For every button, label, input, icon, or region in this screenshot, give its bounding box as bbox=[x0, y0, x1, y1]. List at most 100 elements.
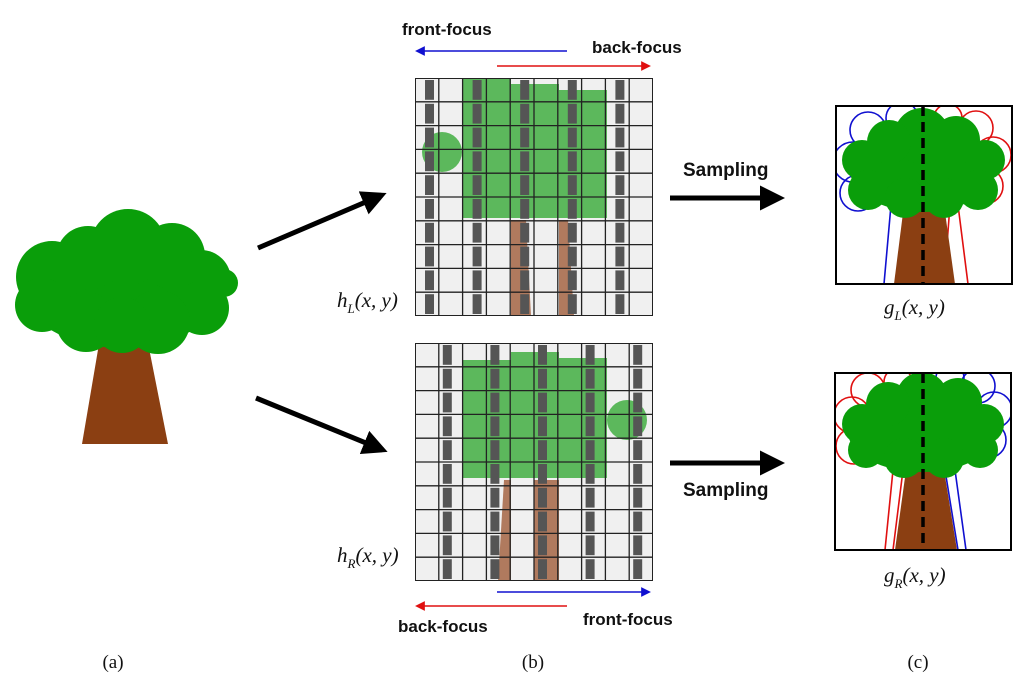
pixel-bar bbox=[538, 416, 547, 437]
pixel-bar bbox=[520, 175, 530, 195]
h-left-label: hL(x, y) bbox=[337, 288, 398, 316]
pixel-bar bbox=[472, 294, 482, 314]
pixel-bar bbox=[442, 368, 452, 389]
reconstructed-image-right bbox=[835, 373, 1011, 550]
pixel-bar bbox=[425, 246, 434, 267]
pixel-bar bbox=[633, 511, 643, 532]
h-right-symbol: h bbox=[337, 543, 348, 567]
panel-label-b: (b) bbox=[522, 652, 544, 673]
pixel-bar bbox=[567, 175, 577, 195]
pixel-bar bbox=[538, 511, 547, 532]
pixel-bar bbox=[472, 222, 482, 243]
h-left-subscript: L bbox=[347, 301, 355, 316]
lens-grid bbox=[415, 78, 653, 316]
pixel-bars bbox=[442, 345, 643, 579]
g-right-subscript: R bbox=[894, 576, 903, 591]
pixel-bar bbox=[633, 464, 643, 484]
pixel-bar bbox=[472, 103, 482, 124]
pixel-bar bbox=[615, 80, 625, 100]
pixel-bar bbox=[472, 127, 482, 148]
pixel-bar bbox=[425, 151, 434, 172]
pixel-bar bbox=[567, 151, 577, 172]
svg-text:gL(x, y): gL(x, y) bbox=[884, 295, 945, 323]
pixel-bar bbox=[633, 487, 643, 508]
pixel-bar bbox=[538, 368, 547, 389]
h-right-label: hR(x, y) bbox=[337, 543, 399, 571]
tree-trunk bbox=[895, 470, 957, 550]
elemental-image-array-right bbox=[415, 343, 653, 581]
bottom-sampling-label: Sampling bbox=[683, 480, 769, 501]
pixel-bar bbox=[490, 559, 500, 579]
pixel-bar bbox=[472, 175, 482, 195]
svg-text:hR(x, y): hR(x, y) bbox=[337, 543, 399, 571]
pixel-bar bbox=[567, 294, 577, 314]
pixel-bar bbox=[567, 222, 577, 243]
g-left-args: (x, y) bbox=[902, 295, 945, 319]
lens-grid bbox=[415, 343, 653, 581]
pixel-bar bbox=[585, 487, 595, 508]
pixel-bar bbox=[490, 487, 500, 508]
pixel-bar bbox=[538, 535, 547, 556]
pixel-bar bbox=[520, 294, 530, 314]
top-sampling-label: Sampling bbox=[683, 160, 769, 181]
g-right-symbol: g bbox=[884, 563, 895, 587]
g-right-label: gR(x, y) bbox=[884, 563, 946, 591]
pixel-bar bbox=[567, 127, 577, 148]
g-right-args: (x, y) bbox=[902, 563, 945, 587]
pixel-bar bbox=[585, 392, 595, 413]
pixel-bar bbox=[490, 511, 500, 532]
pixel-bar bbox=[490, 368, 500, 389]
pixel-bar bbox=[567, 270, 577, 291]
pixel-bar bbox=[442, 535, 452, 556]
pixel-bar bbox=[538, 464, 547, 484]
pixel-bar bbox=[538, 440, 547, 460]
pixel-bar bbox=[425, 80, 434, 100]
pixel-bar bbox=[633, 392, 643, 413]
top-front-focus-label: front-focus bbox=[402, 20, 492, 39]
pixel-bar bbox=[567, 103, 577, 124]
pixel-bar bbox=[585, 440, 595, 460]
arrow-to-bottom-array bbox=[255, 395, 388, 454]
pixel-bar bbox=[425, 199, 434, 219]
pixel-bar bbox=[585, 559, 595, 579]
pixel-bar bbox=[490, 416, 500, 437]
pixel-bar bbox=[442, 345, 452, 365]
pixel-bar bbox=[520, 103, 530, 124]
pixel-bar bbox=[472, 246, 482, 267]
pixel-bar bbox=[538, 559, 547, 579]
pixel-bar bbox=[442, 440, 452, 460]
panel-label-a: (a) bbox=[102, 652, 123, 673]
tree-trunk bbox=[894, 205, 955, 284]
pixel-bar bbox=[442, 487, 452, 508]
pixel-bar bbox=[615, 199, 625, 219]
h-right-args: (x, y) bbox=[355, 543, 398, 567]
pixel-bar bbox=[425, 175, 434, 195]
pixel-bar bbox=[585, 345, 595, 365]
pixel-bar bbox=[472, 80, 482, 100]
pixel-bar bbox=[472, 199, 482, 219]
pixel-bar bbox=[615, 246, 625, 267]
pixel-bar bbox=[490, 392, 500, 413]
pixel-bar bbox=[425, 127, 434, 148]
pixel-bar bbox=[615, 151, 625, 172]
elemental-image-array-left bbox=[415, 78, 653, 316]
pixel-bars bbox=[425, 80, 625, 314]
tree-foliage bbox=[842, 373, 1004, 478]
pixel-bar bbox=[538, 345, 547, 365]
pixel-bar bbox=[490, 464, 500, 484]
pixel-bar bbox=[472, 151, 482, 172]
pixel-bar bbox=[520, 199, 530, 219]
tree-trunk bbox=[82, 338, 168, 444]
pixel-bar bbox=[585, 511, 595, 532]
pixel-bar bbox=[425, 222, 434, 243]
g-left-symbol: g bbox=[884, 295, 895, 319]
pixel-bar bbox=[585, 464, 595, 484]
pixel-bar bbox=[538, 392, 547, 413]
h-left-symbol: h bbox=[337, 288, 348, 312]
pixel-bar bbox=[442, 392, 452, 413]
pixel-bar bbox=[520, 222, 530, 243]
bottom-back-focus-label: back-focus bbox=[398, 617, 488, 636]
pixel-bar bbox=[585, 368, 595, 389]
bottom-front-focus-label: front-focus bbox=[583, 610, 673, 629]
